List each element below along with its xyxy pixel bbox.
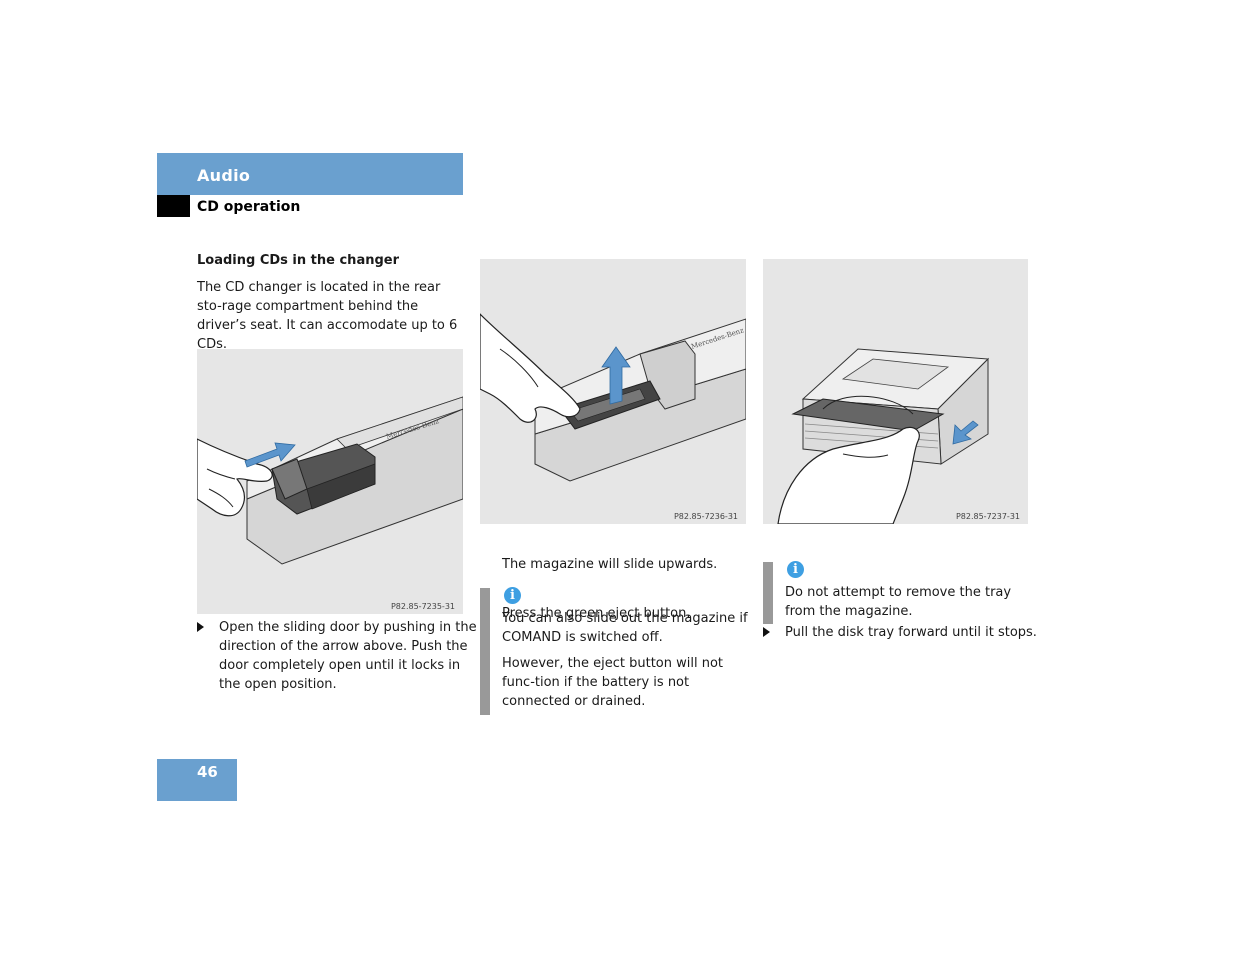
eject-button-illustration: Mercedes-Benz [480,313,746,482]
subheading: Loading CDs in the changer [197,253,400,268]
section-marker [157,195,190,217]
push-arrow-icon [244,442,296,468]
chapter-title: Audio [197,166,251,185]
figure-code: P82.85-7235-31 [390,602,455,611]
bullet-arrow-icon [197,622,204,632]
step-text: Open the sliding door by pushing in the … [219,620,477,692]
step-pull-tray: Pull the disk tray forward until it stop… [763,623,1057,642]
page-number-box [157,759,237,801]
info-icon: i [787,561,804,578]
up-arrow-icon [601,346,631,405]
disk-tray-illustration [777,348,990,524]
info-text: Do not attempt to remove the tray from t… [785,585,1012,619]
info-text-2: However, the eject button will not func-… [502,656,724,709]
figure-sliding-door: Mercedes-Benz P82.85-7235-31 [197,349,463,614]
info-text-1: You can also slide out the magazine if C… [502,611,748,645]
figure-eject-button: Mercedes-Benz P82.85-7236-31 [480,259,746,524]
section-title: CD operation [197,199,301,215]
bullet-arrow-icon [763,627,770,637]
figure-code: P82.85-7236-31 [673,512,738,521]
chapter-header-bar [157,153,463,195]
step-open-door: Open the sliding door by pushing in the … [197,618,485,694]
figure-disk-tray: P82.85-7237-31 [763,259,1028,524]
figure-code: P82.85-7237-31 [955,512,1020,521]
result-text: The magazine will slide upwards. [502,557,718,572]
sliding-door-illustration: Mercedes-Benz [197,396,463,565]
info-bar [480,588,490,715]
intro-paragraph: The CD changer is located in the rear st… [197,280,458,352]
step-text: Pull the disk tray forward until it stop… [785,625,1037,640]
info-icon: i [504,587,521,604]
page-number: 46 [197,763,218,781]
step-text: Press the green eject button. [502,606,691,621]
info-bar [763,562,773,624]
pull-arrow-icon [952,420,979,445]
